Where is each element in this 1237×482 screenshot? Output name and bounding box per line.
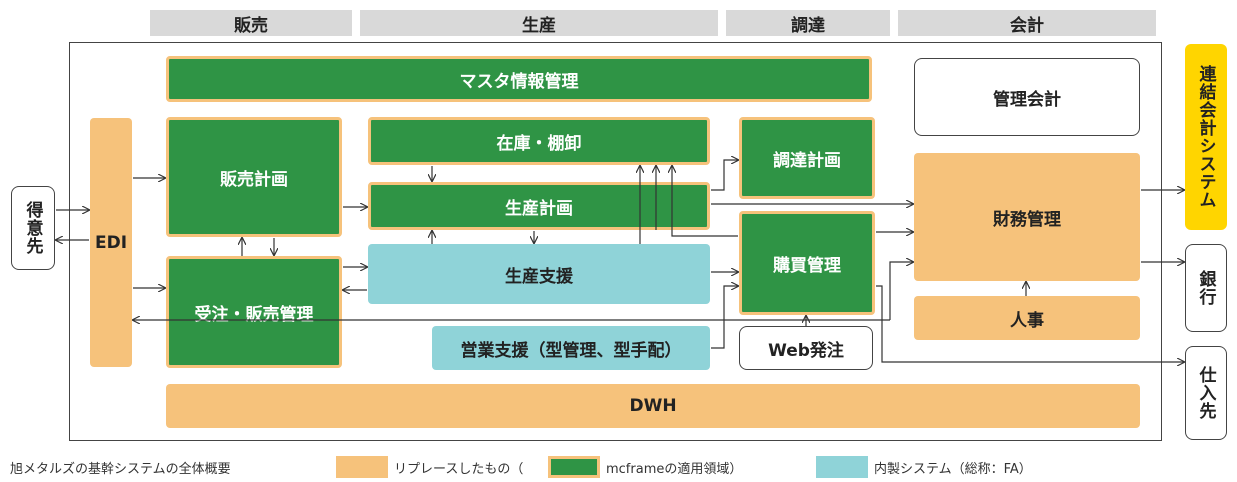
arrow-production-plan-to-procurement-plan bbox=[711, 160, 738, 191]
arrow-purchasing-to-inventory-b bbox=[672, 166, 738, 237]
legend-swatch-inhouse bbox=[816, 456, 868, 478]
system-frame bbox=[69, 42, 1162, 441]
finance-box: 財務管理 bbox=[914, 153, 1140, 281]
edi-box: EDI bbox=[90, 118, 132, 367]
production-plan-box: 生産計画 bbox=[368, 182, 710, 230]
sales-plan-box: 販売計画 bbox=[166, 117, 342, 237]
category-sales: 販売 bbox=[150, 10, 352, 36]
sales-support-box: 営業支援（型管理、型手配） bbox=[432, 326, 710, 370]
procurement-plan-box: 調達計画 bbox=[739, 117, 875, 199]
hr-box: 人事 bbox=[914, 296, 1140, 340]
web-order-box: Web発注 bbox=[739, 326, 873, 370]
arrow-purchasing-to-supplier bbox=[876, 285, 1184, 362]
master-data-box: マスタ情報管理 bbox=[166, 56, 872, 102]
legend-swatch-replaced bbox=[336, 456, 388, 478]
legend-caption: 旭メタルズの基幹システムの全体概要 bbox=[10, 461, 231, 477]
order-sales-box: 受注・販売管理 bbox=[166, 256, 342, 368]
legend-replaced-label: リプレースしたもの（ bbox=[394, 461, 524, 477]
legend-inhouse-label: 内製システム（総称：FA） bbox=[874, 461, 1032, 477]
production-support-box: 生産支援 bbox=[368, 244, 710, 304]
purchasing-box: 購買管理 bbox=[739, 211, 875, 315]
legend-mcframe-label: mcframeの適用領域） bbox=[606, 461, 743, 477]
supplier-box: 仕入先 bbox=[1185, 346, 1227, 440]
category-production: 生産 bbox=[360, 10, 718, 36]
management-accounting-box: 管理会計 bbox=[914, 58, 1140, 136]
dwh-box: DWH bbox=[166, 384, 1140, 428]
legend-swatch-mcframe bbox=[548, 456, 600, 478]
arrow-sales-support-to-purchasing bbox=[711, 286, 738, 349]
category-procurement: 調達 bbox=[726, 10, 890, 36]
consolidated-accounting-box: 連結会計システム bbox=[1185, 44, 1227, 230]
arrow-order-to-finance bbox=[889, 262, 913, 320]
customer-box: 得意先 bbox=[11, 186, 55, 270]
bank-box: 銀行 bbox=[1185, 244, 1227, 332]
inventory-box: 在庫・棚卸 bbox=[368, 117, 710, 165]
category-accounting: 会計 bbox=[898, 10, 1156, 36]
